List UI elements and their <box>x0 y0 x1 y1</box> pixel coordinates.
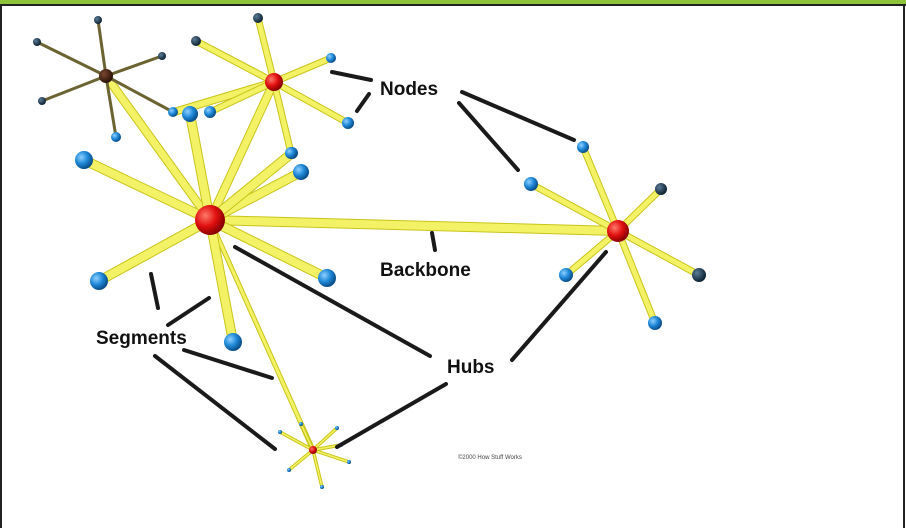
node-1 <box>75 151 93 169</box>
node-4 <box>318 269 336 287</box>
segment-link-main-small <box>208 218 315 452</box>
hub-right <box>607 220 629 242</box>
spoke-link-6 <box>206 149 296 224</box>
node-7 <box>253 13 263 23</box>
node-13 <box>577 141 589 153</box>
label-nodes: Nodes <box>380 79 438 100</box>
spoke-link-16 <box>563 228 621 278</box>
node-3 <box>90 272 108 290</box>
frame-border-right <box>903 4 905 528</box>
hub-small <box>309 446 317 454</box>
node-8 <box>191 36 201 46</box>
segment-link-main-top <box>206 78 278 224</box>
callout-pointer-6 <box>166 296 211 327</box>
node-14 <box>524 177 538 191</box>
spoke-link-21 <box>312 427 338 451</box>
spoke-link-10 <box>207 79 277 115</box>
spoke-link-1 <box>80 156 214 224</box>
node-12 <box>285 147 297 159</box>
node-23 <box>287 468 291 472</box>
node-dark-hub-5 <box>168 107 178 117</box>
spoke-link-3 <box>95 216 214 285</box>
copyright-notice: ©2000 How Stuff Works <box>458 454 522 461</box>
node-0 <box>182 106 198 122</box>
node-dark-hub-1 <box>33 38 41 46</box>
top-accent-bar <box>0 0 906 4</box>
hub-top <box>265 73 283 91</box>
node-dark-hub-3 <box>158 52 166 60</box>
node-15 <box>655 183 667 195</box>
node-5 <box>224 333 242 351</box>
callout-pointer-5 <box>149 272 160 310</box>
dark-link-3 <box>104 54 164 78</box>
callout-pointer-0 <box>330 70 373 82</box>
spoke-link-13 <box>580 144 621 234</box>
hub-dark <box>99 69 113 83</box>
label-backbone: Backbone <box>380 260 471 281</box>
spoke-link-9 <box>271 55 334 85</box>
spoke-link-19 <box>279 431 314 451</box>
node-24 <box>320 485 324 489</box>
spoke-link-24 <box>312 449 323 488</box>
node-20 <box>299 422 303 426</box>
spoke-link-7 <box>255 15 277 85</box>
callout-pointer-8 <box>182 348 274 380</box>
node-dark-hub-0 <box>94 16 102 24</box>
callout-pointer-11 <box>335 382 448 449</box>
spoke-link-23 <box>288 449 314 471</box>
node-17 <box>692 268 706 282</box>
spoke-link-17 <box>615 228 702 278</box>
node-18 <box>648 316 662 330</box>
pointer-layer <box>149 70 608 451</box>
dark-link-2 <box>40 74 108 103</box>
node-16 <box>559 268 573 282</box>
segment-link-main-dark <box>102 72 214 224</box>
callout-pointer-3 <box>457 101 520 172</box>
node-21 <box>335 426 339 430</box>
spoke-link-8 <box>193 38 277 85</box>
backbone-link <box>206 216 622 235</box>
spoke-link-12 <box>271 79 294 156</box>
spoke-link-5 <box>206 216 237 346</box>
frame-border-top <box>0 4 906 6</box>
dark-link-1 <box>35 40 108 78</box>
callout-pointer-1 <box>355 92 371 113</box>
frame-border-left <box>0 4 2 528</box>
node-layer <box>33 13 706 489</box>
callout-pointer-4 <box>430 231 437 252</box>
spoke-link-18 <box>615 228 658 326</box>
node-22 <box>347 460 351 464</box>
label-hubs: Hubs <box>447 357 495 378</box>
dark-link-5 <box>104 74 175 114</box>
callout-pointer-9 <box>233 245 432 358</box>
callout-pointer-7 <box>153 354 277 451</box>
hub-main <box>195 205 225 235</box>
spoke-link-4 <box>206 216 331 282</box>
spoke-link-14 <box>528 181 621 234</box>
spoke-link-22 <box>312 449 350 463</box>
spoke-link-11 <box>271 79 351 126</box>
node-19 <box>278 430 282 434</box>
label-segments: Segments <box>96 328 187 349</box>
node-10 <box>204 106 216 118</box>
link-layer <box>35 14 703 489</box>
node-dark-hub-2 <box>38 97 46 105</box>
node-11 <box>342 117 354 129</box>
node-2 <box>293 164 309 180</box>
spoke-link-0 <box>186 110 214 224</box>
node-dark-hub-4 <box>111 132 121 142</box>
spoke-link-20 <box>300 423 314 451</box>
callout-pointer-2 <box>460 90 576 142</box>
callout-pointer-10 <box>510 250 608 362</box>
dark-link-4 <box>104 74 118 139</box>
node-9 <box>326 53 336 63</box>
dark-link-0 <box>96 18 108 78</box>
